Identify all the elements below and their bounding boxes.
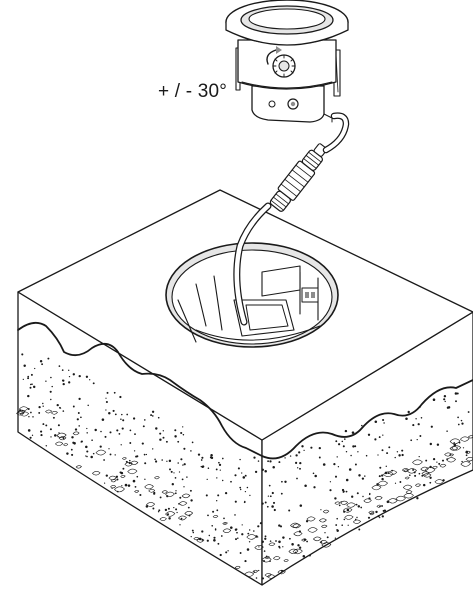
- block-left-face: [17, 291, 263, 586]
- power-cable: [233, 202, 272, 326]
- waterproof-connector: [269, 143, 328, 212]
- luminaire-cable: [322, 112, 350, 154]
- surface-layer-right: [261, 379, 473, 460]
- luminaire-lens: [248, 8, 326, 30]
- sand-texture: [19, 353, 470, 580]
- tilt-angle-label: + / - 30°: [158, 81, 228, 102]
- installation-hole: [165, 242, 339, 348]
- gravel-texture: [16, 406, 473, 579]
- luminaire: [225, 0, 349, 123]
- block-right-face: [261, 311, 473, 586]
- surface-layer-left: [17, 321, 263, 457]
